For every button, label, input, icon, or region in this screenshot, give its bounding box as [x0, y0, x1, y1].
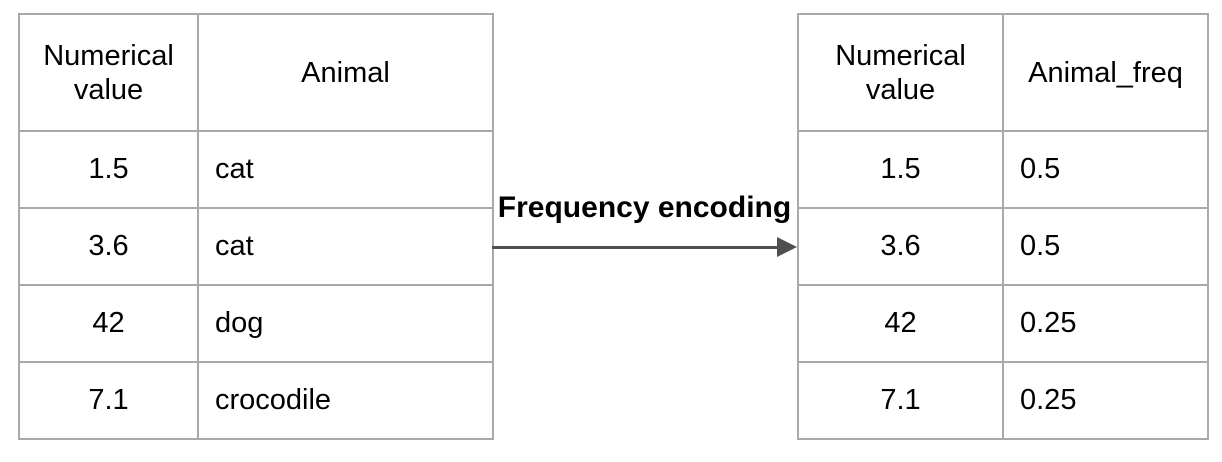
- output-cell-numerical: 42: [797, 284, 1004, 363]
- arrow-line: [492, 246, 779, 249]
- input-cell-animal: cat: [197, 207, 494, 286]
- table-row: 42 dog: [18, 284, 494, 363]
- table-row: 1.5 0.5: [797, 130, 1209, 209]
- output-cell-freq: 0.5: [1002, 207, 1209, 286]
- table-row: 1.5 cat: [18, 130, 494, 209]
- table-row: 42 0.25: [797, 284, 1209, 363]
- input-cell-numerical: 1.5: [18, 130, 199, 209]
- table-row: 7.1 0.25: [797, 361, 1209, 440]
- input-table-header-row: Numerical value Animal: [18, 13, 494, 132]
- output-cell-numerical: 1.5: [797, 130, 1004, 209]
- input-header-animal: Animal: [197, 13, 494, 132]
- input-table: Numerical value Animal 1.5 cat 3.6 cat 4…: [18, 13, 494, 440]
- table-row: 7.1 crocodile: [18, 361, 494, 440]
- input-cell-numerical: 7.1: [18, 361, 199, 440]
- output-cell-freq: 0.25: [1002, 284, 1209, 363]
- output-cell-numerical: 7.1: [797, 361, 1004, 440]
- output-cell-freq: 0.25: [1002, 361, 1209, 440]
- output-table: Numerical value Animal_freq 1.5 0.5 3.6 …: [797, 13, 1209, 440]
- right-arrow-icon: [777, 237, 797, 257]
- table-row: 3.6 cat: [18, 207, 494, 286]
- frequency-encoding-label: Frequency encoding: [497, 191, 792, 224]
- output-header-animal-freq: Animal_freq: [1002, 13, 1209, 132]
- input-cell-animal: crocodile: [197, 361, 494, 440]
- output-header-numerical-value: Numerical value: [797, 13, 1004, 132]
- table-row: 3.6 0.5: [797, 207, 1209, 286]
- input-cell-animal: cat: [197, 130, 494, 209]
- input-cell-animal: dog: [197, 284, 494, 363]
- input-header-numerical-value: Numerical value: [18, 13, 199, 132]
- input-cell-numerical: 42: [18, 284, 199, 363]
- output-cell-freq: 0.5: [1002, 130, 1209, 209]
- input-cell-numerical: 3.6: [18, 207, 199, 286]
- output-cell-numerical: 3.6: [797, 207, 1004, 286]
- output-table-header-row: Numerical value Animal_freq: [797, 13, 1209, 132]
